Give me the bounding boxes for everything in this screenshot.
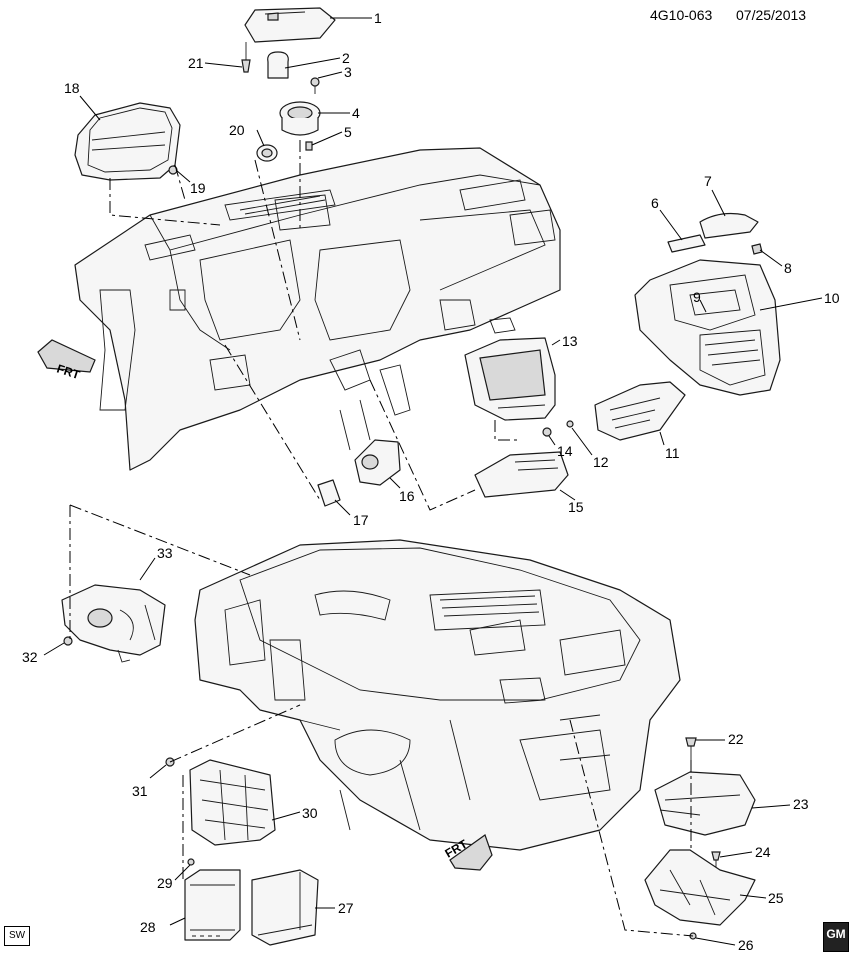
callout-29: 29	[157, 875, 173, 891]
part-22-bolt	[685, 737, 697, 760]
part-27-control-module	[251, 869, 319, 946]
part-13-display	[464, 337, 556, 421]
callout-14: 14	[557, 443, 573, 459]
part-3-screw	[310, 77, 320, 94]
callout-15: 15	[568, 499, 584, 515]
gm-logo: GM	[823, 922, 849, 952]
part-21-clip	[241, 42, 251, 73]
part-1-cover	[244, 7, 336, 43]
part-18-instrument-cluster	[74, 102, 181, 181]
callout-12: 12	[593, 454, 609, 470]
callout-3: 3	[344, 64, 352, 80]
part-6-trim	[667, 234, 706, 253]
callout-2: 2	[342, 50, 350, 66]
part-12-screw	[566, 420, 574, 428]
part-17-switch	[317, 479, 341, 507]
part-5-clip	[305, 141, 313, 151]
sw-label: SW	[4, 926, 30, 946]
callout-7: 7	[704, 173, 712, 189]
callout-9: 9	[693, 289, 701, 305]
callout-17: 17	[353, 512, 369, 528]
callout-20: 20	[229, 122, 245, 138]
part-20-sensor	[256, 144, 278, 162]
front-arrow-upper: FRT	[37, 339, 96, 382]
part-4-speaker	[279, 101, 321, 136]
upper-instrument-panel	[74, 147, 561, 471]
callout-1: 1	[374, 10, 382, 26]
callout-10: 10	[824, 290, 840, 306]
part-8-screw	[751, 243, 763, 255]
callout-28: 28	[140, 919, 156, 935]
gm-logo-text: GM	[826, 927, 846, 941]
part-16-switch	[354, 439, 401, 486]
callout-32: 32	[22, 649, 38, 665]
diagram-code: 4G10-063	[650, 7, 712, 23]
callout-6: 6	[651, 195, 659, 211]
part-25-bracket	[644, 849, 756, 926]
connection-lines	[69, 140, 694, 937]
part-15-radio-module	[474, 451, 569, 498]
callout-13: 13	[562, 333, 578, 349]
callout-21: 21	[188, 55, 204, 71]
callout-27: 27	[338, 900, 354, 916]
callout-25: 25	[768, 890, 784, 906]
callout-31: 31	[132, 783, 148, 799]
callout-22: 22	[728, 731, 744, 747]
callout-19: 19	[190, 180, 206, 196]
part-23-module	[654, 771, 756, 836]
lower-instrument-panel-frame	[194, 539, 681, 851]
part-29-screw	[187, 858, 195, 866]
part-11-control-panel	[594, 381, 686, 441]
part-10-center-bezel	[634, 259, 781, 396]
callout-26: 26	[738, 937, 754, 953]
callout-8: 8	[784, 260, 792, 276]
part-24-bolt	[711, 851, 721, 872]
part-32-nut	[63, 636, 73, 646]
front-arrow-lower: FRT	[443, 834, 493, 871]
diagram-date: 07/25/2013	[736, 7, 806, 23]
part-14-screw	[542, 427, 552, 437]
part-28-control-module	[184, 869, 241, 941]
part-2-sensor	[267, 51, 289, 79]
part-30-bracket	[189, 759, 276, 846]
callout-23: 23	[793, 796, 809, 812]
callout-18: 18	[64, 80, 80, 96]
callout-16: 16	[399, 488, 415, 504]
callout-5: 5	[344, 124, 352, 140]
callout-30: 30	[302, 805, 318, 821]
leader-lines	[43, 17, 823, 946]
callout-33: 33	[157, 545, 173, 561]
part-19-screw	[168, 165, 178, 175]
part-7-trim	[699, 212, 759, 239]
callout-numbers: 1 2 3 4 5 6 7 8 9 10 11 12 13 14 15 16 1…	[22, 10, 840, 953]
callout-4: 4	[352, 105, 360, 121]
callout-24: 24	[755, 844, 771, 860]
callout-11: 11	[665, 445, 680, 461]
part-33-module	[61, 584, 166, 663]
